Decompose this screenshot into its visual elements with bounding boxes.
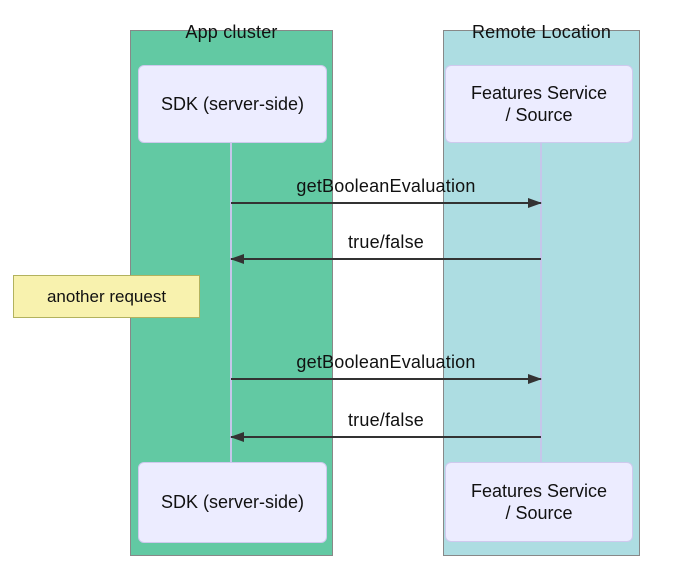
- lifeline-features-service: [540, 143, 542, 462]
- message-arrow-2: [230, 254, 541, 264]
- actor-features-service-bottom: Features Service / Source: [445, 462, 633, 542]
- app-cluster-label: App cluster: [185, 22, 278, 42]
- actor-features-service-top: Features Service / Source: [445, 65, 633, 143]
- remote-location-label: Remote Location: [471, 22, 612, 42]
- message-label-get-boolean-evaluation-1: getBooleanEvaluation: [296, 176, 476, 196]
- arrowhead-left-icon: [230, 432, 244, 442]
- arrowhead-left-icon: [230, 254, 244, 264]
- actor-sdk-bottom: SDK (server-side): [138, 462, 327, 543]
- lifeline-sdk: [230, 143, 232, 462]
- message-arrow-4: [230, 432, 541, 442]
- message-label-true-false-2: true/false: [347, 410, 425, 430]
- message-arrow-1: [231, 198, 542, 208]
- arrowhead-right-icon: [528, 374, 542, 384]
- message-label-true-false-1: true/false: [347, 232, 425, 252]
- message-arrow-3: [231, 374, 542, 384]
- note-another-request: another request: [13, 275, 200, 318]
- actor-sdk-top: SDK (server-side): [138, 65, 327, 143]
- arrowhead-right-icon: [528, 198, 542, 208]
- message-label-get-boolean-evaluation-2: getBooleanEvaluation: [296, 352, 476, 372]
